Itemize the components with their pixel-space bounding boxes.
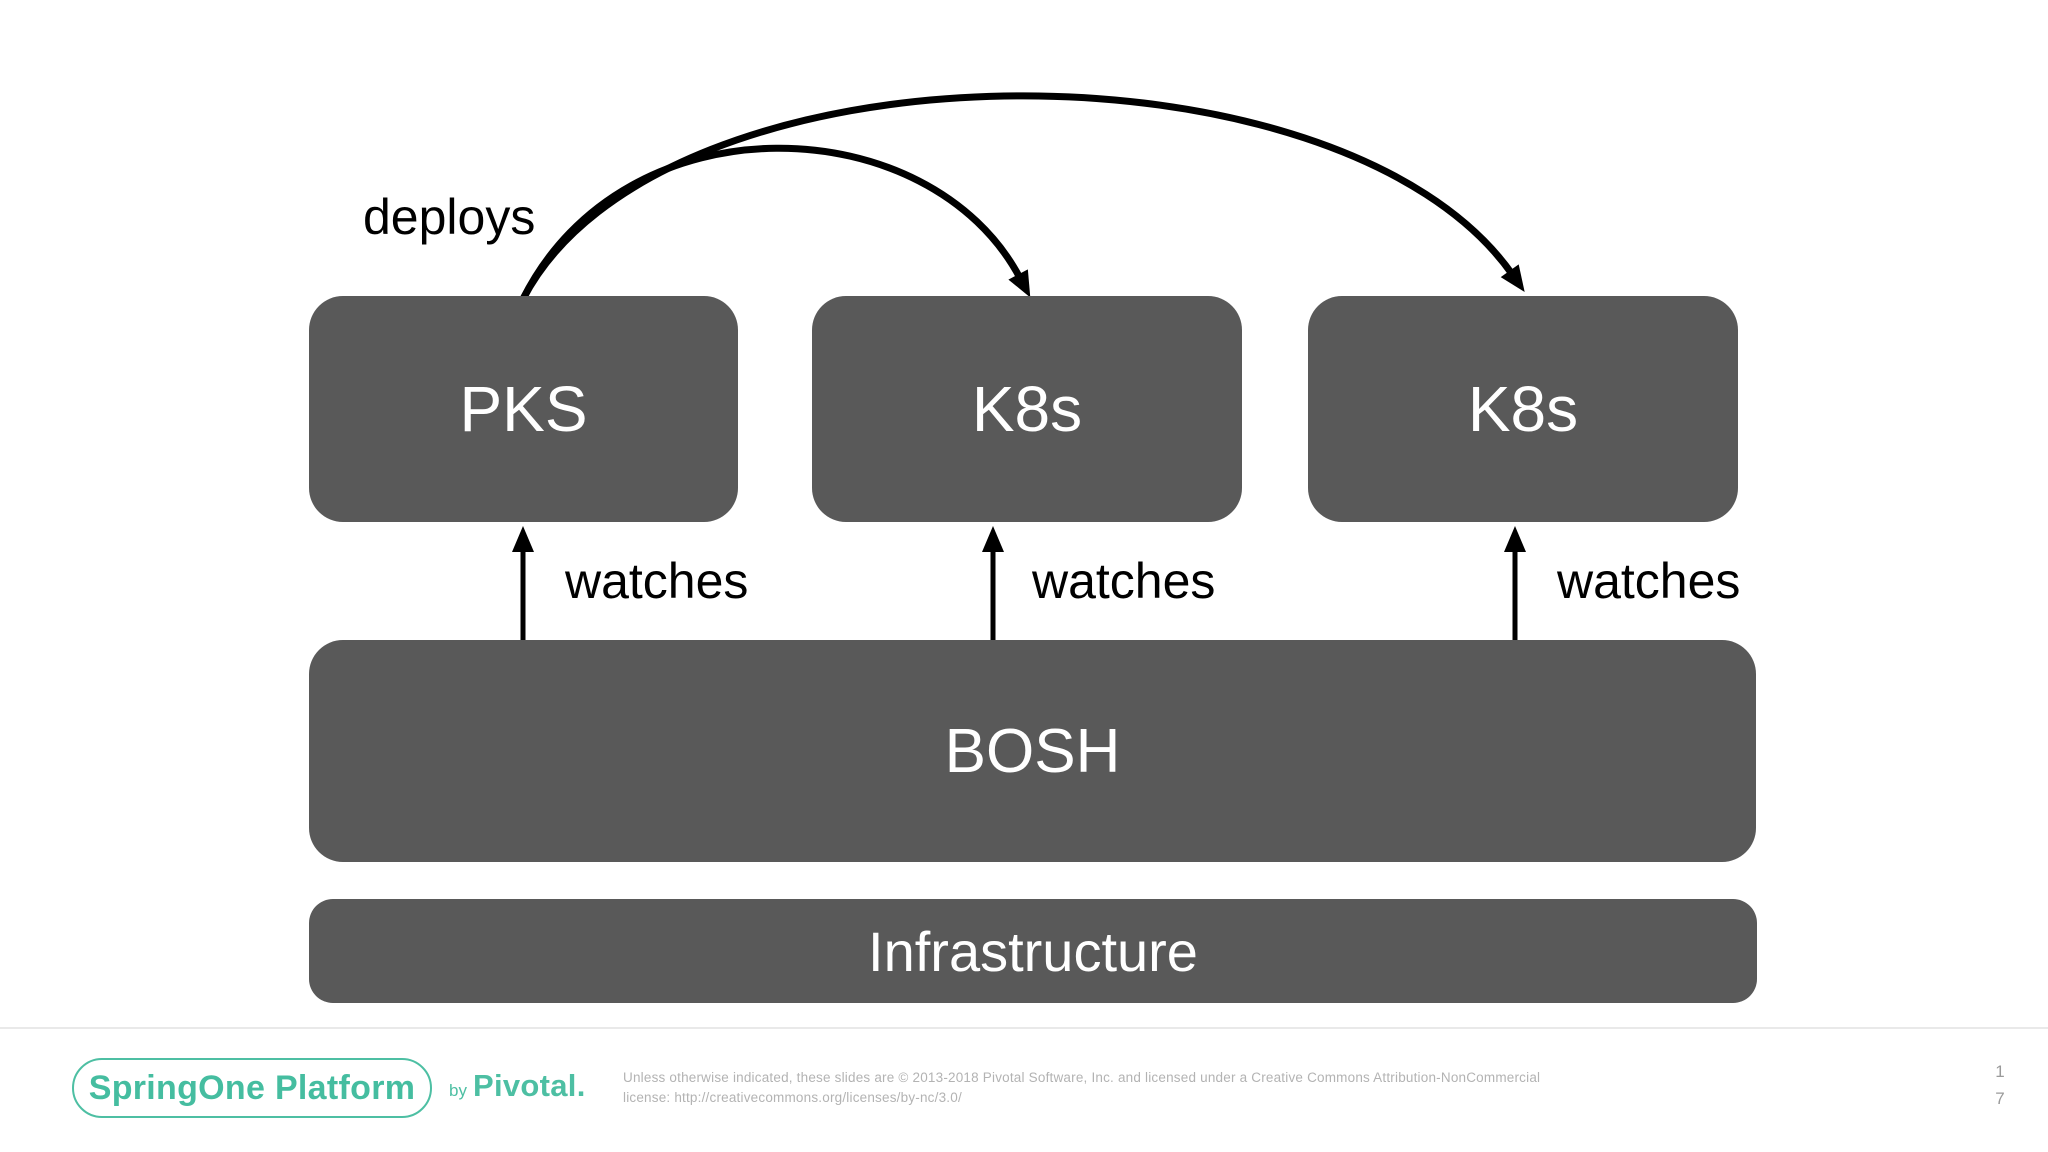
pivotal-wordmark: Pivotal. <box>472 1068 586 1103</box>
box-k8s-middle: K8s <box>812 296 1242 522</box>
box-pks: PKS <box>309 296 738 522</box>
box-k8s-right: K8s <box>1308 296 1738 522</box>
footer-divider <box>0 1027 2048 1029</box>
byline-by-text: by <box>449 1081 467 1100</box>
deploys-arrow-pks-to-k8s-middle <box>519 144 1031 301</box>
pivotal-byline: by Pivotal. <box>449 1068 586 1110</box>
deploys-label: deploys <box>363 189 536 245</box>
license-line-2: license: http://creativecommons.org/lice… <box>623 1090 962 1105</box>
box-infrastructure: Infrastructure <box>309 899 1757 1003</box>
license-line-1: Unless otherwise indicated, these slides… <box>623 1070 1541 1085</box>
watches-label-pks: watches <box>565 553 749 609</box>
license-text: Unless otherwise indicated, these slides… <box>623 1068 1540 1108</box>
page-number: 1 7 <box>1985 1058 2015 1112</box>
box-bosh: BOSH <box>309 640 1756 862</box>
page-number-line-1: 1 <box>1995 1062 2005 1081</box>
springone-platform-logo: SpringOne Platform <box>72 1058 432 1118</box>
deploys-arrow-pks-to-k8s-right <box>519 92 1525 301</box>
page-number-line-2: 7 <box>1995 1089 2005 1108</box>
watches-label-k8s-middle: watches <box>1032 553 1216 609</box>
springone-platform-logo-text: SpringOne Platform <box>88 1068 416 1107</box>
watches-label-k8s-right: watches <box>1557 553 1741 609</box>
